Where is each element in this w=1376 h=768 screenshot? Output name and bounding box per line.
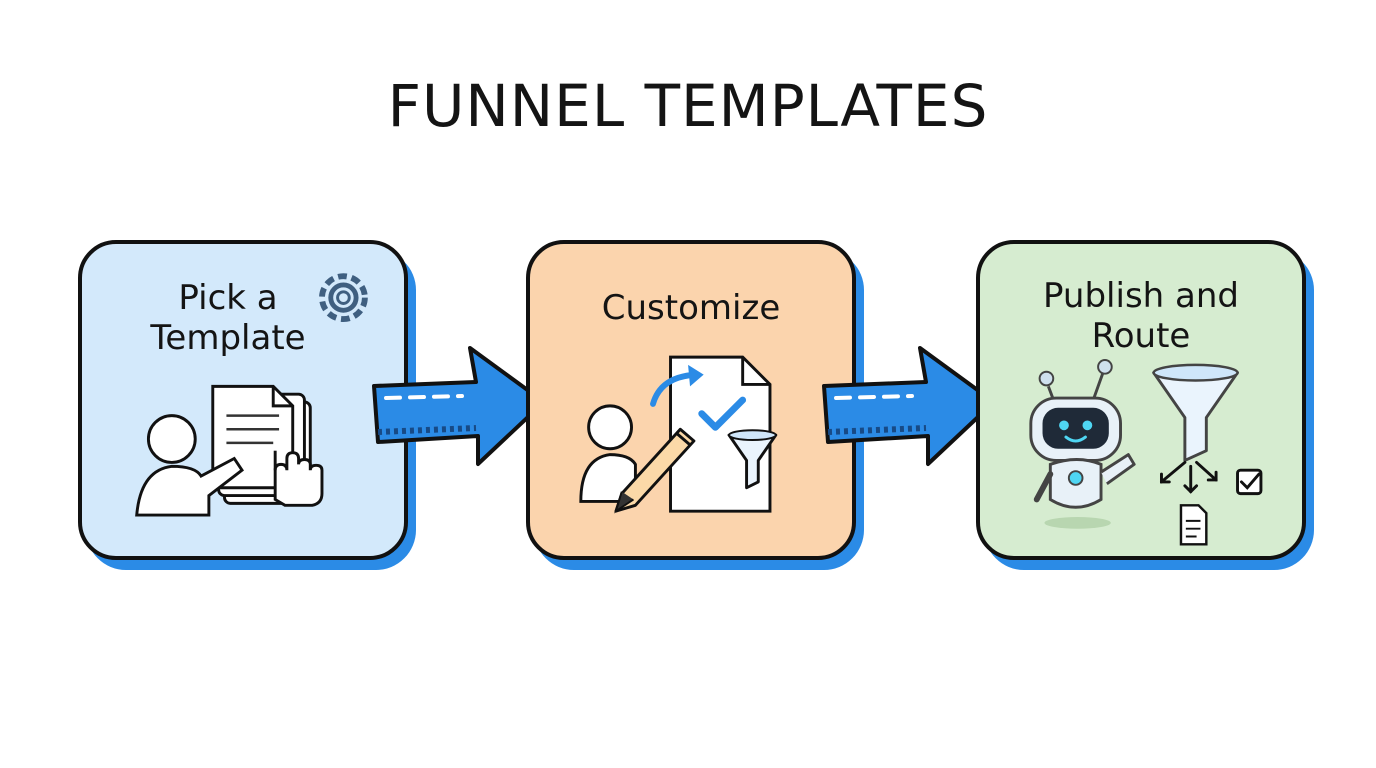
step-label: Pick a Template — [150, 278, 306, 358]
checkbox-icon — [1236, 468, 1263, 496]
document-check-icon — [669, 355, 772, 513]
curved-arrow-icon — [650, 364, 704, 407]
pencil-icon — [614, 427, 696, 514]
person-icon — [579, 404, 637, 503]
step-illustration — [135, 273, 368, 517]
gear-icon — [319, 273, 368, 322]
funnel-icon — [1152, 363, 1239, 462]
step-label: Customize — [601, 288, 781, 328]
step-pick-template: Pick a Template — [78, 240, 416, 570]
step-illustration — [1029, 359, 1263, 546]
arrow-step1-to-step2 — [372, 346, 546, 466]
step-label: Publish and Route — [1043, 276, 1239, 356]
step-box: Customize — [526, 240, 856, 560]
hand-pointer-icon — [273, 450, 324, 507]
step-box: Pick a Template — [78, 240, 408, 560]
step-publish-route: Publish and Route — [976, 240, 1314, 570]
step-box: Publish and Route — [976, 240, 1306, 560]
document-icon — [1179, 504, 1208, 546]
funnel-icon — [727, 429, 778, 490]
person-icon — [135, 414, 245, 517]
robot-icon — [1029, 359, 1136, 529]
step-customize: Customize — [526, 240, 864, 570]
arrow-step2-to-step3 — [822, 346, 996, 466]
diagram-title: FUNNEL TEMPLATES — [387, 72, 989, 140]
routing-arrows-icon — [1160, 460, 1218, 494]
step-illustration — [579, 355, 778, 514]
